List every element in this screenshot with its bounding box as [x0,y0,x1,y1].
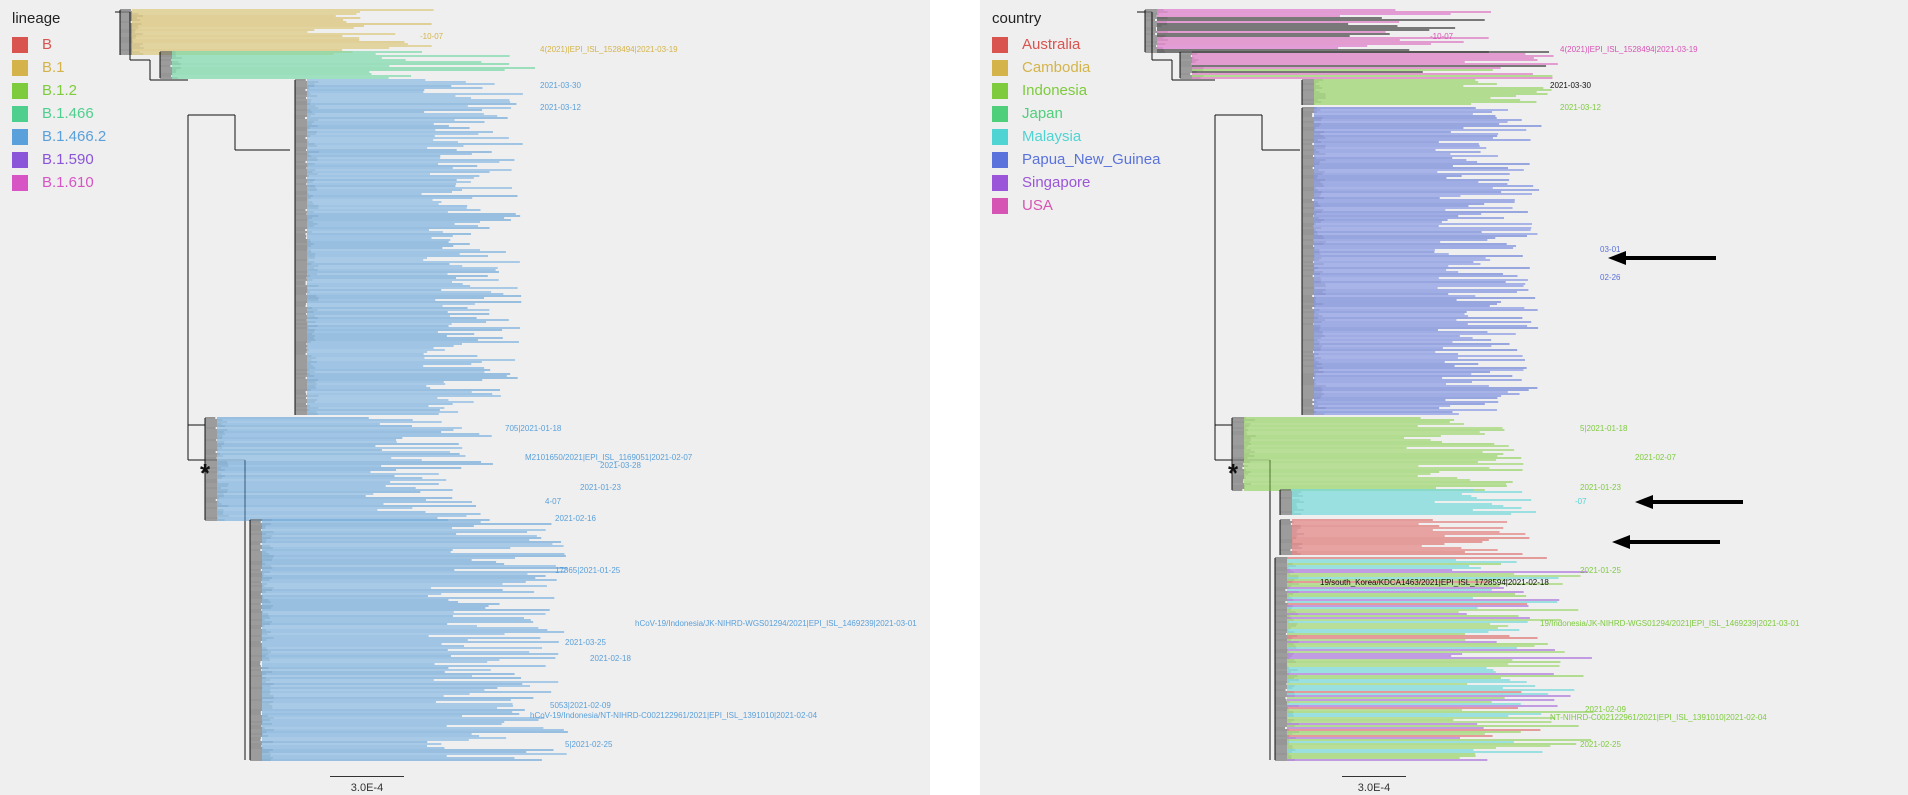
legend-swatch [992,36,1008,53]
legend-swatch [12,36,28,53]
tip-label: 5053|2021-02-09 [550,701,611,710]
legend-swatch [12,174,28,191]
legend-item: USA [992,194,1160,217]
tip-label: 2021-03-30 [1550,81,1591,90]
tree-branches [1137,9,1594,761]
scale-bar-label: 3.0E-4 [1357,782,1391,794]
tip-label: -07 [1575,497,1587,506]
tip-label: 2021-03-25 [565,638,606,647]
legend-item: Japan [992,102,1160,125]
tip-label: 03-01 [1600,245,1621,254]
tip-label: 2021-01-25 [1580,566,1621,575]
arrow-malaysia-clade-icon [1635,495,1743,509]
tip-label: -10-07 [420,32,444,41]
legend-label: B.1 [42,59,65,76]
legend-label: Indonesia [1022,82,1088,99]
legend-item: B.1 [12,56,106,79]
legend-item: Cambodia [992,56,1160,79]
tip-label: NT-NIHRD-C002122961/2021|EPI_ISL_1391010… [1550,713,1767,722]
tip-label: 5|2021-02-25 [565,740,613,749]
tip-label: 2021-03-28 [600,461,641,470]
scale-bar: 3.0E-4 [330,776,404,794]
lineage-tree-panel: -10-07 4(2021)|EPI_ISL_1528494|2021-03-19… [0,0,930,795]
legend-label: B.1.590 [42,151,94,168]
legend-item: Indonesia [992,79,1160,102]
arrow-australia-clade-icon [1612,535,1720,549]
legend-label: Australia [1022,36,1081,53]
legend-swatch [992,59,1008,76]
legend-swatch [12,151,28,168]
legend-item: Papua_New_Guinea [992,148,1160,171]
tip-label: 2021-02-25 [1580,740,1621,749]
legend-swatch [992,105,1008,122]
legend-item: B.1.466.2 [12,125,106,148]
legend-label: B.1.2 [42,82,78,99]
legend-swatch [992,197,1008,214]
country-tree-panel: -10-07 4(2021)|EPI_ISL_1528494|2021-03-19… [980,0,1908,795]
clade-marker-asterisk: * [1228,458,1239,488]
legend-label: USA [1022,197,1053,214]
tip-label: 2021-02-09 [1585,705,1626,714]
legend-label: B.1.466 [42,105,94,122]
tip-label: 2021-03-12 [540,103,581,112]
legend-swatch [992,82,1008,99]
tip-label: 2021-01-23 [580,483,621,492]
tip-label: hCoV-19/Indonesia/JK-NIHRD-WGS01294/2021… [635,619,917,628]
legend-item: Malaysia [992,125,1160,148]
scale-bar: 3.0E-4 [1342,776,1406,794]
tip-label: M2101650/2021|EPI_ISL_1169051|2021-02-07 [525,453,693,462]
legend-label: B.1.610 [42,174,94,191]
tip-label: 2021-03-12 [1560,103,1601,112]
clade-marker-asterisk: * [200,458,211,488]
legend-label: Papua_New_Guinea [1022,151,1161,168]
tip-label: 4-07 [545,497,562,506]
scale-bar-line [1342,776,1406,777]
legend-title: lineage [12,10,61,27]
legend-swatch [12,59,28,76]
legend-item: B.1.466 [12,102,106,125]
legend-swatch [12,128,28,145]
legend-swatch [992,151,1008,168]
tip-label: 19/Indonesia/JK-NIHRD-WGS01294/2021|EPI_… [1540,619,1800,628]
tip-label: 2021-01-23 [1580,483,1621,492]
arrow-png-australia-clade-icon [1608,251,1716,265]
legend-swatch [992,128,1008,145]
tip-label: 4(2021)|EPI_ISL_1528494|2021-03-19 [540,45,678,54]
legend-item: Singapore [992,171,1160,194]
legend-swatch [992,174,1008,191]
legend-swatch [12,82,28,99]
tip-label: 2021-02-18 [590,654,631,663]
legend-item: B.1.590 [12,148,106,171]
tip-label: 2021-02-07 [1635,453,1676,462]
tip-label: 02-26 [1600,273,1621,282]
tip-label: -10-07 [1430,32,1454,41]
tip-label: 4(2021)|EPI_ISL_1528494|2021-03-19 [1560,45,1698,54]
country-tree: -10-07 4(2021)|EPI_ISL_1528494|2021-03-19… [1137,9,1800,761]
tip-label: 17865|2021-01-25 [555,566,621,575]
scale-bar-label: 3.0E-4 [350,782,384,794]
tip-label: 5|2021-01-18 [1580,424,1628,433]
tip-label: hCoV-19/Indonesia/NT-NIHRD-C002122961/20… [530,711,818,720]
legend-label: B [42,36,53,53]
legend-item: B [12,33,106,56]
legend-label: Malaysia [1022,128,1082,145]
lineage-tree: -10-07 4(2021)|EPI_ISL_1528494|2021-03-19… [115,9,917,761]
tip-label: 705|2021-01-18 [505,424,562,433]
legend-title: country [992,10,1042,27]
tip-label: 2021-02-16 [555,514,596,523]
tip-label: 2021-03-30 [540,81,581,90]
legend-label: Cambodia [1022,59,1091,76]
legend-label: B.1.466.2 [42,128,107,145]
legend-item: B.1.610 [12,171,106,194]
legend-item: B.1.2 [12,79,106,102]
tip-label: 19/south_Korea/KDCA1463/2021|EPI_ISL_172… [1320,578,1549,587]
legend-swatch [12,105,28,122]
legend-label: Singapore [1022,174,1091,191]
legend-label: Japan [1022,105,1063,122]
tree-branches [115,9,568,761]
legend-item: Australia [992,33,1160,56]
scale-bar-line [330,776,404,777]
